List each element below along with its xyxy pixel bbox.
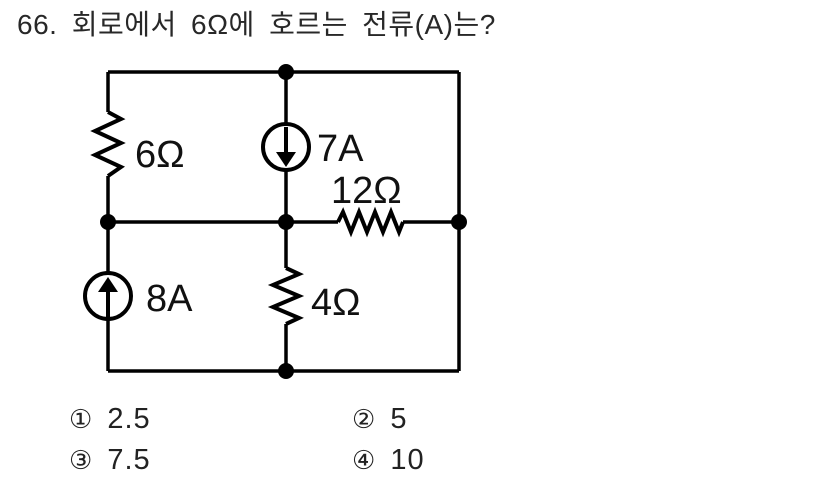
junction-dot-top-middle: [278, 64, 294, 80]
choice-2: ② 5: [352, 403, 407, 436]
resistors: [90, 110, 405, 326]
choice-1-marker: ①: [69, 404, 93, 434]
choice-3-marker: ③: [69, 445, 93, 475]
choice-2-value: 5: [390, 403, 408, 435]
choice-1-value: 2.5: [107, 403, 151, 435]
choice-4-value: 10: [390, 444, 425, 476]
label-12ohm: 12Ω: [331, 170, 402, 212]
junction-dot-center: [278, 214, 294, 230]
current-source-7a: [261, 122, 311, 172]
junction-dot-right-middle: [451, 214, 467, 230]
current-source-7a-arrowhead-down: [276, 152, 296, 167]
question-title: 66. 회로에서 6Ω에 호르는 전류(A)는?: [17, 9, 496, 40]
label-7a: 7A: [317, 128, 364, 170]
choice-4: ④ 10: [352, 444, 425, 477]
resistor-6ohm-zigzag: [90, 110, 126, 178]
choice-2-marker: ②: [352, 404, 376, 434]
choice-1: ① 2.5: [69, 403, 151, 436]
junction-dots: [100, 64, 467, 379]
circuit-labels: 6Ω 7A 12Ω 8A 4Ω: [135, 128, 402, 324]
label-8a: 8A: [146, 278, 193, 320]
choice-3: ③ 7.5: [69, 444, 151, 477]
current-source-8a-arrowhead-up: [98, 277, 118, 292]
junction-dot-left-middle: [100, 214, 116, 230]
label-4ohm: 4Ω: [311, 282, 361, 324]
label-6ohm: 6Ω: [135, 134, 185, 176]
choice-4-marker: ④: [352, 445, 376, 475]
resistor-4ohm-zigzag: [267, 266, 305, 326]
resistor-12ohm-zigzag: [336, 206, 405, 238]
choice-3-value: 7.5: [107, 444, 151, 476]
junction-dot-bottom-middle: [278, 363, 294, 379]
current-source-8a: [83, 271, 133, 321]
